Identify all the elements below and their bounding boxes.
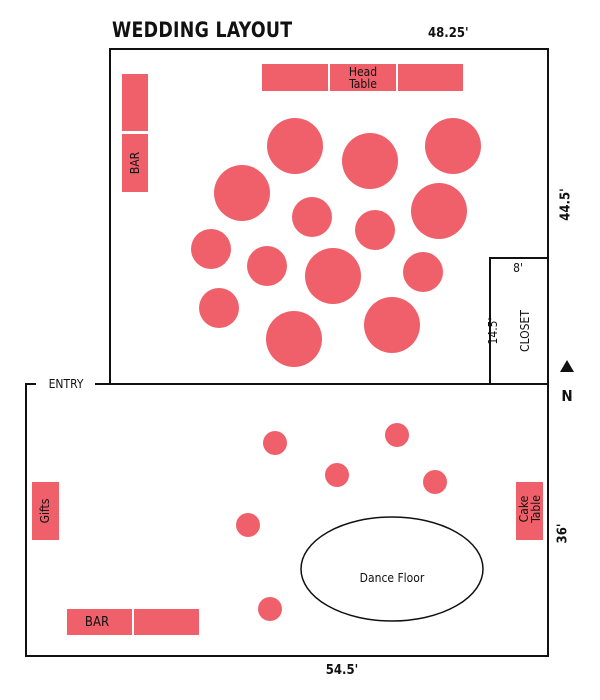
north-label: N xyxy=(561,387,573,405)
entry-label: ENTRY xyxy=(40,378,92,390)
top-height-dimension: 44.5' xyxy=(558,188,574,221)
top-bar-label: BAR xyxy=(128,151,142,175)
cake-table xyxy=(516,482,543,540)
guest-table xyxy=(305,248,361,304)
head-table-label: Head Table xyxy=(330,66,396,90)
north-arrow-icon xyxy=(560,360,574,372)
cocktail-table xyxy=(325,463,349,487)
guest-table xyxy=(425,118,481,174)
bottom-bar-label: BAR xyxy=(84,615,110,630)
cocktail-table xyxy=(385,423,409,447)
top-width-dimension: 48.25' xyxy=(428,26,469,41)
lower-cocktail-tables xyxy=(236,423,447,621)
guest-table xyxy=(267,118,323,174)
guest-table xyxy=(342,133,398,189)
closet-width-dimension: 8' xyxy=(513,261,523,275)
closet-depth-dimension: 14.5' xyxy=(486,317,500,345)
cocktail-table xyxy=(263,431,287,455)
guest-table xyxy=(266,311,322,367)
bottom-height-dimension: 36' xyxy=(555,523,571,544)
guest-table xyxy=(214,165,270,221)
dance-floor xyxy=(300,516,484,622)
guest-table xyxy=(191,229,231,269)
dance-floor-label: Dance Floor xyxy=(359,571,425,585)
guest-table xyxy=(364,297,420,353)
cake-table-label-line2: Table xyxy=(529,495,543,523)
page-title: WEDDING LAYOUT xyxy=(112,18,293,42)
upper-guest-tables xyxy=(191,118,481,367)
head-table-label-line2: Table xyxy=(349,77,377,91)
closet-label: CLOSET xyxy=(518,310,532,352)
guest-table xyxy=(411,183,467,239)
guest-table xyxy=(199,288,239,328)
top-bar xyxy=(122,74,148,192)
lower-room-outline xyxy=(25,383,549,657)
head-table xyxy=(262,64,463,91)
guest-table xyxy=(247,246,287,286)
bottom-width-dimension: 54.5' xyxy=(325,663,359,678)
head-table-label-line1: Head xyxy=(348,65,378,79)
bottom-bar xyxy=(67,609,199,635)
gifts-table xyxy=(32,482,59,540)
guest-table xyxy=(355,210,395,250)
gifts-label: Gifts xyxy=(38,498,52,524)
cake-table-label: Cake Table xyxy=(517,484,543,534)
cocktail-table xyxy=(423,470,447,494)
guest-table xyxy=(403,252,443,292)
cocktail-table xyxy=(258,597,282,621)
guest-table xyxy=(292,197,332,237)
cocktail-table xyxy=(236,513,260,537)
